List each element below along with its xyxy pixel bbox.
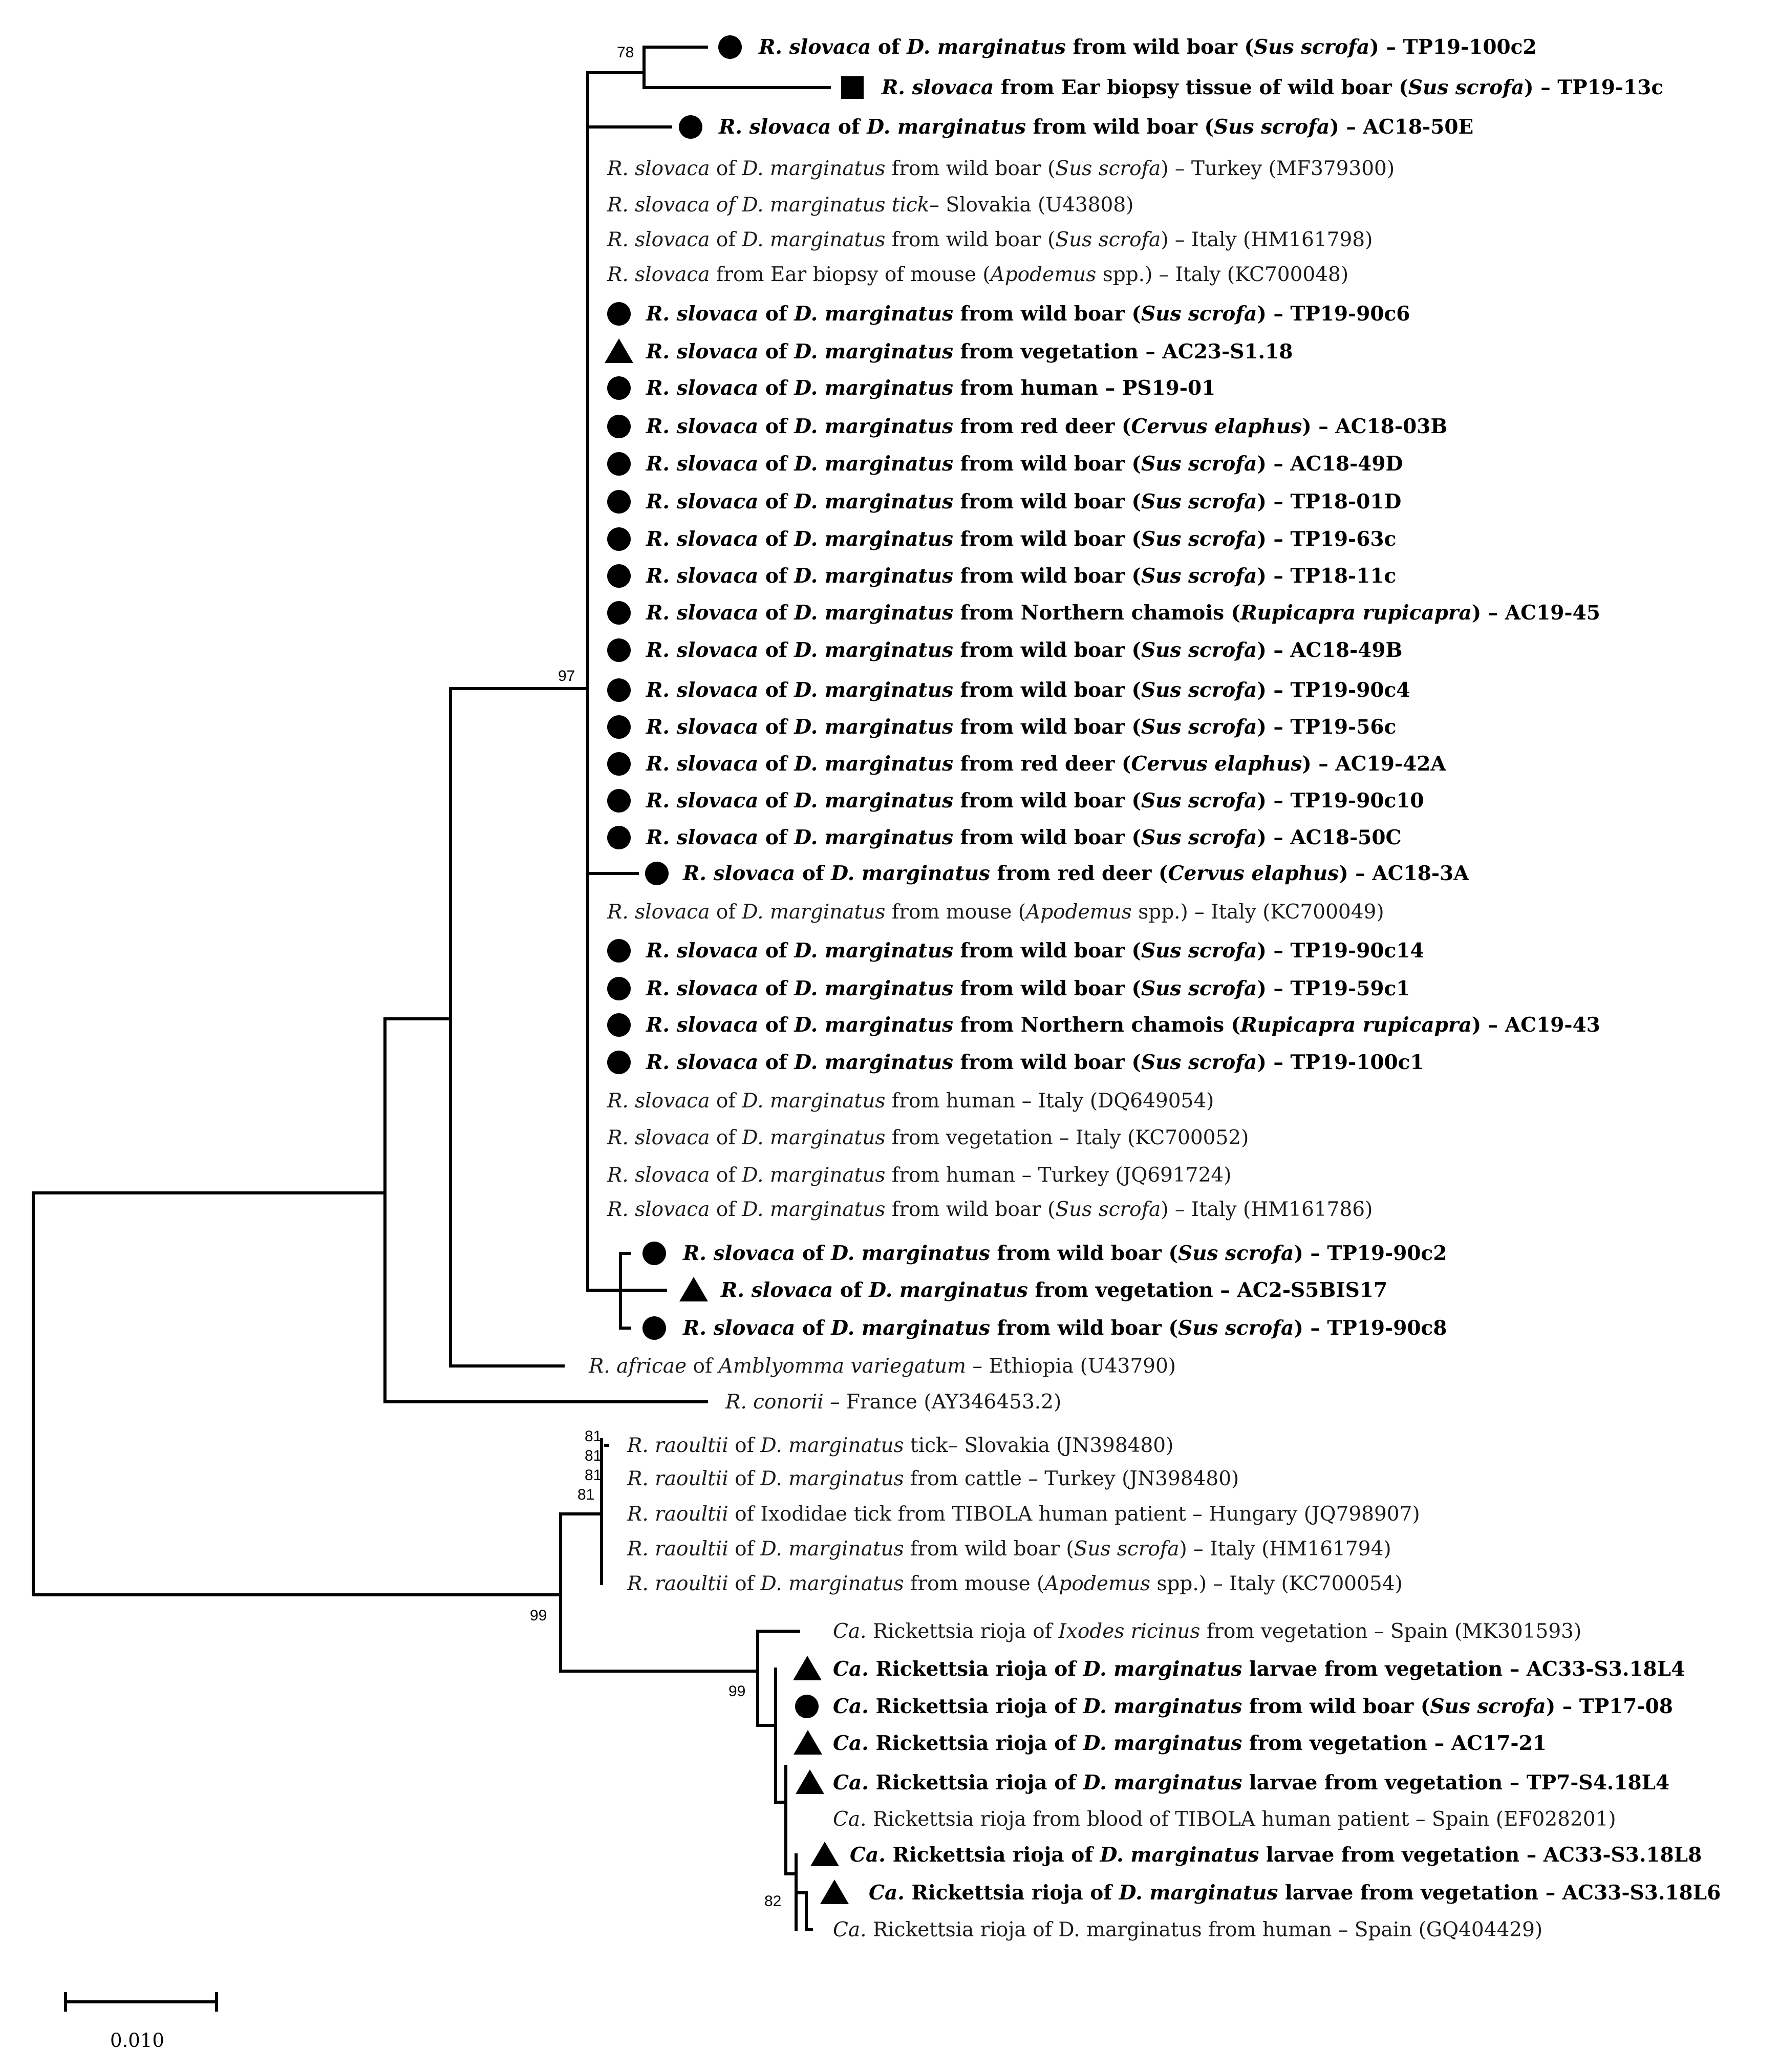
- circle-marker-icon: [607, 678, 631, 702]
- scale-bar-label: 0.010: [110, 2030, 164, 2052]
- leaf-label: R. raoultii of Ixodidae tick from TIBOLA…: [627, 1503, 1420, 1526]
- tree-leaves: R. slovaca of D. marginatus from wild bo…: [588, 35, 1721, 1941]
- leaf-label: R. slovaca of D. marginatus from wild bo…: [646, 452, 1403, 476]
- bootstrap-values: 78 97 81 81 81 81 99 99 82: [530, 44, 781, 1910]
- circle-marker-icon: [607, 752, 631, 776]
- bootstrap-value: 99: [728, 1683, 745, 1700]
- leaf-label: R. slovaca of D. marginatus from wild bo…: [758, 35, 1537, 59]
- leaf-label: R. slovaca of D. marginatus from wild bo…: [607, 157, 1395, 180]
- triangle-marker-icon: [794, 1730, 822, 1755]
- circle-marker-icon: [607, 376, 631, 400]
- leaf-label: R. slovaca of D. marginatus from mouse (…: [607, 901, 1384, 924]
- leaf-label: R. slovaca of D. marginatus from wild bo…: [646, 715, 1396, 739]
- leaf-label: Ca. Rickettsia rioja of Ixodes ricinus f…: [833, 1620, 1581, 1643]
- leaf-label: R. conorii – France (AY346453.2): [725, 1391, 1061, 1414]
- leaf-label: R. slovaca of D. marginatus from wild bo…: [718, 115, 1473, 139]
- circle-marker-icon: [607, 826, 631, 849]
- leaf-label: R. slovaca of D. marginatus from red dee…: [646, 415, 1447, 438]
- leaf-label: Ca. Rickettsia rioja of D. marginatus fr…: [833, 1695, 1673, 1718]
- leaf-label: R. slovaca of D. marginatus from wild bo…: [646, 826, 1402, 849]
- bootstrap-value: 81: [585, 1428, 602, 1445]
- circle-marker-icon: [607, 415, 631, 438]
- bootstrap-value: 81: [577, 1486, 594, 1503]
- leaf-label: R. slovaca from Ear biopsy tissue of wil…: [881, 76, 1663, 99]
- leaf-label: R. slovaca of D. marginatus from wild bo…: [646, 939, 1424, 963]
- circle-marker-icon: [607, 302, 631, 326]
- square-marker-icon: [841, 76, 864, 99]
- circle-marker-icon: [607, 789, 631, 813]
- circle-marker-icon: [607, 638, 631, 662]
- leaf-label: R. raoultii of D. marginatus from cattle…: [627, 1467, 1239, 1490]
- leaf-label: R. slovaca from Ear biopsy of mouse (Apo…: [607, 263, 1348, 286]
- leaf-label: R. slovaca of D. marginatus from Norther…: [646, 1013, 1600, 1037]
- bootstrap-value: 99: [530, 1607, 547, 1624]
- leaf-label: Ca. Rickettsia rioja of D. marginatus la…: [833, 1771, 1669, 1795]
- leaf-label: Ca. Rickettsia rioja of D. marginatus la…: [869, 1881, 1721, 1905]
- leaf-label: Ca. Rickettsia rioja of D. marginatus fr…: [833, 1918, 1542, 1941]
- leaf-label: R. slovaca of D. marginatus from wild bo…: [646, 564, 1396, 588]
- triangle-marker-icon: [820, 1879, 849, 1904]
- bootstrap-value: 81: [585, 1467, 602, 1484]
- circle-marker-icon: [679, 115, 702, 139]
- circle-marker-icon: [795, 1695, 819, 1718]
- leaf-label: R. slovaca of D. marginatus from red dee…: [646, 752, 1446, 776]
- leaf-label: R. slovaca of D. marginatus from human –…: [607, 1164, 1231, 1187]
- circle-marker-icon: [607, 490, 631, 514]
- scale-bar: 0.010: [64, 1992, 218, 2052]
- leaf-label: R. slovaca of D. marginatus from wild bo…: [646, 1051, 1424, 1074]
- leaf-label: R. slovaca of D. marginatus from wild bo…: [646, 678, 1410, 702]
- leaf-label: R. slovaca of D. marginatus from vegetat…: [720, 1278, 1387, 1302]
- circle-marker-icon: [607, 564, 631, 588]
- leaf-label: Ca. Rickettsia rioja of D. marginatus la…: [833, 1657, 1685, 1681]
- bootstrap-value: 78: [617, 44, 634, 61]
- leaf-label: R. slovaca of D. marginatus from vegetat…: [646, 340, 1293, 364]
- leaf-label: Ca. Rickettsia rioja from blood of TIBOL…: [833, 1808, 1616, 1831]
- circle-marker-icon: [645, 862, 669, 885]
- leaf-label: R. slovaca of D. marginatus from wild bo…: [607, 228, 1373, 251]
- leaf-label: R. slovaca of D. marginatus from wild bo…: [646, 638, 1402, 662]
- circle-marker-icon: [607, 715, 631, 739]
- circle-marker-icon: [607, 939, 631, 963]
- leaf-label: R. slovaca of D. marginatus from wild bo…: [607, 1198, 1373, 1221]
- leaf-label: R. slovaca of D. marginatus from wild bo…: [682, 1316, 1447, 1340]
- leaf-label: R. slovaca of D. marginatus from wild bo…: [646, 789, 1424, 813]
- leaf-label: R. raoultii of D. marginatus from mouse …: [627, 1572, 1403, 1595]
- triangle-marker-icon: [796, 1769, 824, 1794]
- bootstrap-value: 81: [585, 1447, 602, 1464]
- circle-marker-icon: [642, 1242, 666, 1265]
- triangle-marker-icon: [605, 338, 633, 363]
- leaf-label: R. raoultii of D. marginatus from wild b…: [627, 1537, 1391, 1561]
- circle-marker-icon: [718, 35, 742, 59]
- leaf-label: R. slovaca of D. marginatus from vegetat…: [607, 1126, 1249, 1149]
- leaf-label: R. africae of Amblyomma variegatum – Eth…: [588, 1355, 1176, 1378]
- bootstrap-value: 97: [558, 668, 575, 685]
- leaf-label: R. slovaca of D. marginatus from human –…: [607, 1090, 1214, 1113]
- circle-marker-icon: [607, 1013, 631, 1037]
- leaf-label: R. slovaca of D. marginatus from human –…: [646, 376, 1215, 400]
- circle-marker-icon: [607, 452, 631, 476]
- triangle-marker-icon: [679, 1277, 708, 1301]
- circle-marker-icon: [607, 527, 631, 551]
- triangle-marker-icon: [793, 1656, 822, 1680]
- leaf-label: Ca. Rickettsia rioja of D. marginatus la…: [850, 1843, 1702, 1867]
- triangle-marker-icon: [810, 1842, 839, 1866]
- leaf-label: R. slovaca of D. marginatus from wild bo…: [646, 490, 1401, 514]
- circle-marker-icon: [607, 1051, 631, 1074]
- circle-marker-icon: [642, 1316, 666, 1340]
- leaf-label: R. slovaca of D. marginatus from wild bo…: [646, 527, 1396, 551]
- circle-marker-icon: [607, 601, 631, 625]
- leaf-label: R. slovaca of D. marginatus tick– Slovak…: [607, 194, 1133, 217]
- leaf-label: Ca. Rickettsia rioja of D. marginatus fr…: [833, 1732, 1547, 1755]
- bootstrap-value: 82: [764, 1893, 781, 1910]
- tree-branches: [32, 46, 831, 1931]
- leaf-label: R. slovaca of D. marginatus from wild bo…: [682, 1242, 1447, 1265]
- leaf-label: R. slovaca of D. marginatus from Norther…: [646, 601, 1600, 625]
- leaf-label: R. slovaca of D. marginatus from wild bo…: [646, 977, 1410, 1000]
- leaf-label: R. slovaca of D. marginatus from wild bo…: [646, 302, 1410, 326]
- leaf-label: R. raoultii of D. marginatus tick– Slova…: [627, 1434, 1173, 1457]
- leaf-label: R. slovaca of D. marginatus from red dee…: [682, 862, 1469, 885]
- circle-marker-icon: [607, 977, 631, 1000]
